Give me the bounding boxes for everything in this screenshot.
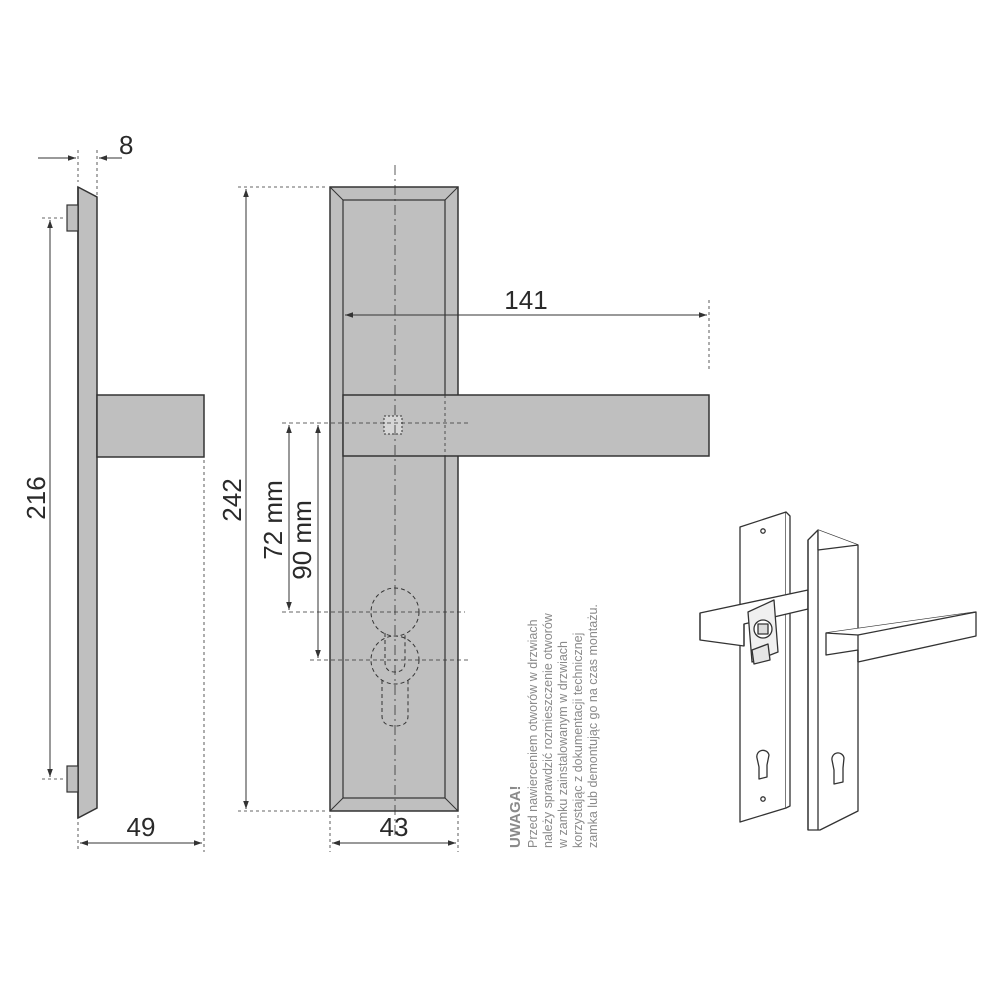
front-view: 72 mm 90 mm 242 43 141 bbox=[217, 165, 710, 852]
dim-front-height: 242 bbox=[217, 478, 247, 521]
warning-title: UWAGA! bbox=[507, 786, 524, 849]
side-view: 8 216 49 bbox=[21, 130, 205, 852]
side-handle bbox=[96, 394, 205, 458]
iso-right-keyhole bbox=[831, 752, 845, 785]
dim-side-height: 216 bbox=[21, 476, 51, 519]
front-handle bbox=[342, 394, 710, 457]
dim-spacing-72: 72 mm bbox=[258, 480, 288, 559]
dim-front-width: 43 bbox=[380, 812, 409, 842]
dim-side-depth: 49 bbox=[127, 812, 156, 842]
warning-line-3: w zamku zainstalowanym w drzwiach bbox=[556, 641, 570, 849]
iso-left-keyhole bbox=[756, 749, 770, 780]
warning-line-1: Przed nawierceniem otworów w drzwiach bbox=[526, 619, 540, 848]
warning-line-2: należy sprawdzić rozmieszczenie otworów bbox=[541, 612, 555, 848]
dim-handle-length: 141 bbox=[504, 285, 547, 315]
iso-right-plate bbox=[807, 529, 859, 831]
top-screw-head bbox=[66, 204, 79, 232]
dim-plate-thickness: 8 bbox=[119, 130, 133, 160]
isometric-illustration bbox=[699, 511, 977, 831]
front-plate-face bbox=[342, 199, 446, 799]
bottom-screw-head bbox=[66, 765, 79, 793]
side-plate bbox=[77, 185, 98, 820]
warning-line-4: korzystając z dokumentacji technicznej bbox=[571, 633, 585, 848]
warning-note: UWAGA! Przed nawierceniem otworów w drzw… bbox=[507, 604, 600, 849]
dim-spacing-90: 90 mm bbox=[287, 500, 317, 579]
warning-line-5: zamka lub demontując go na czas montażu. bbox=[586, 604, 600, 848]
spindle-square bbox=[383, 415, 403, 435]
